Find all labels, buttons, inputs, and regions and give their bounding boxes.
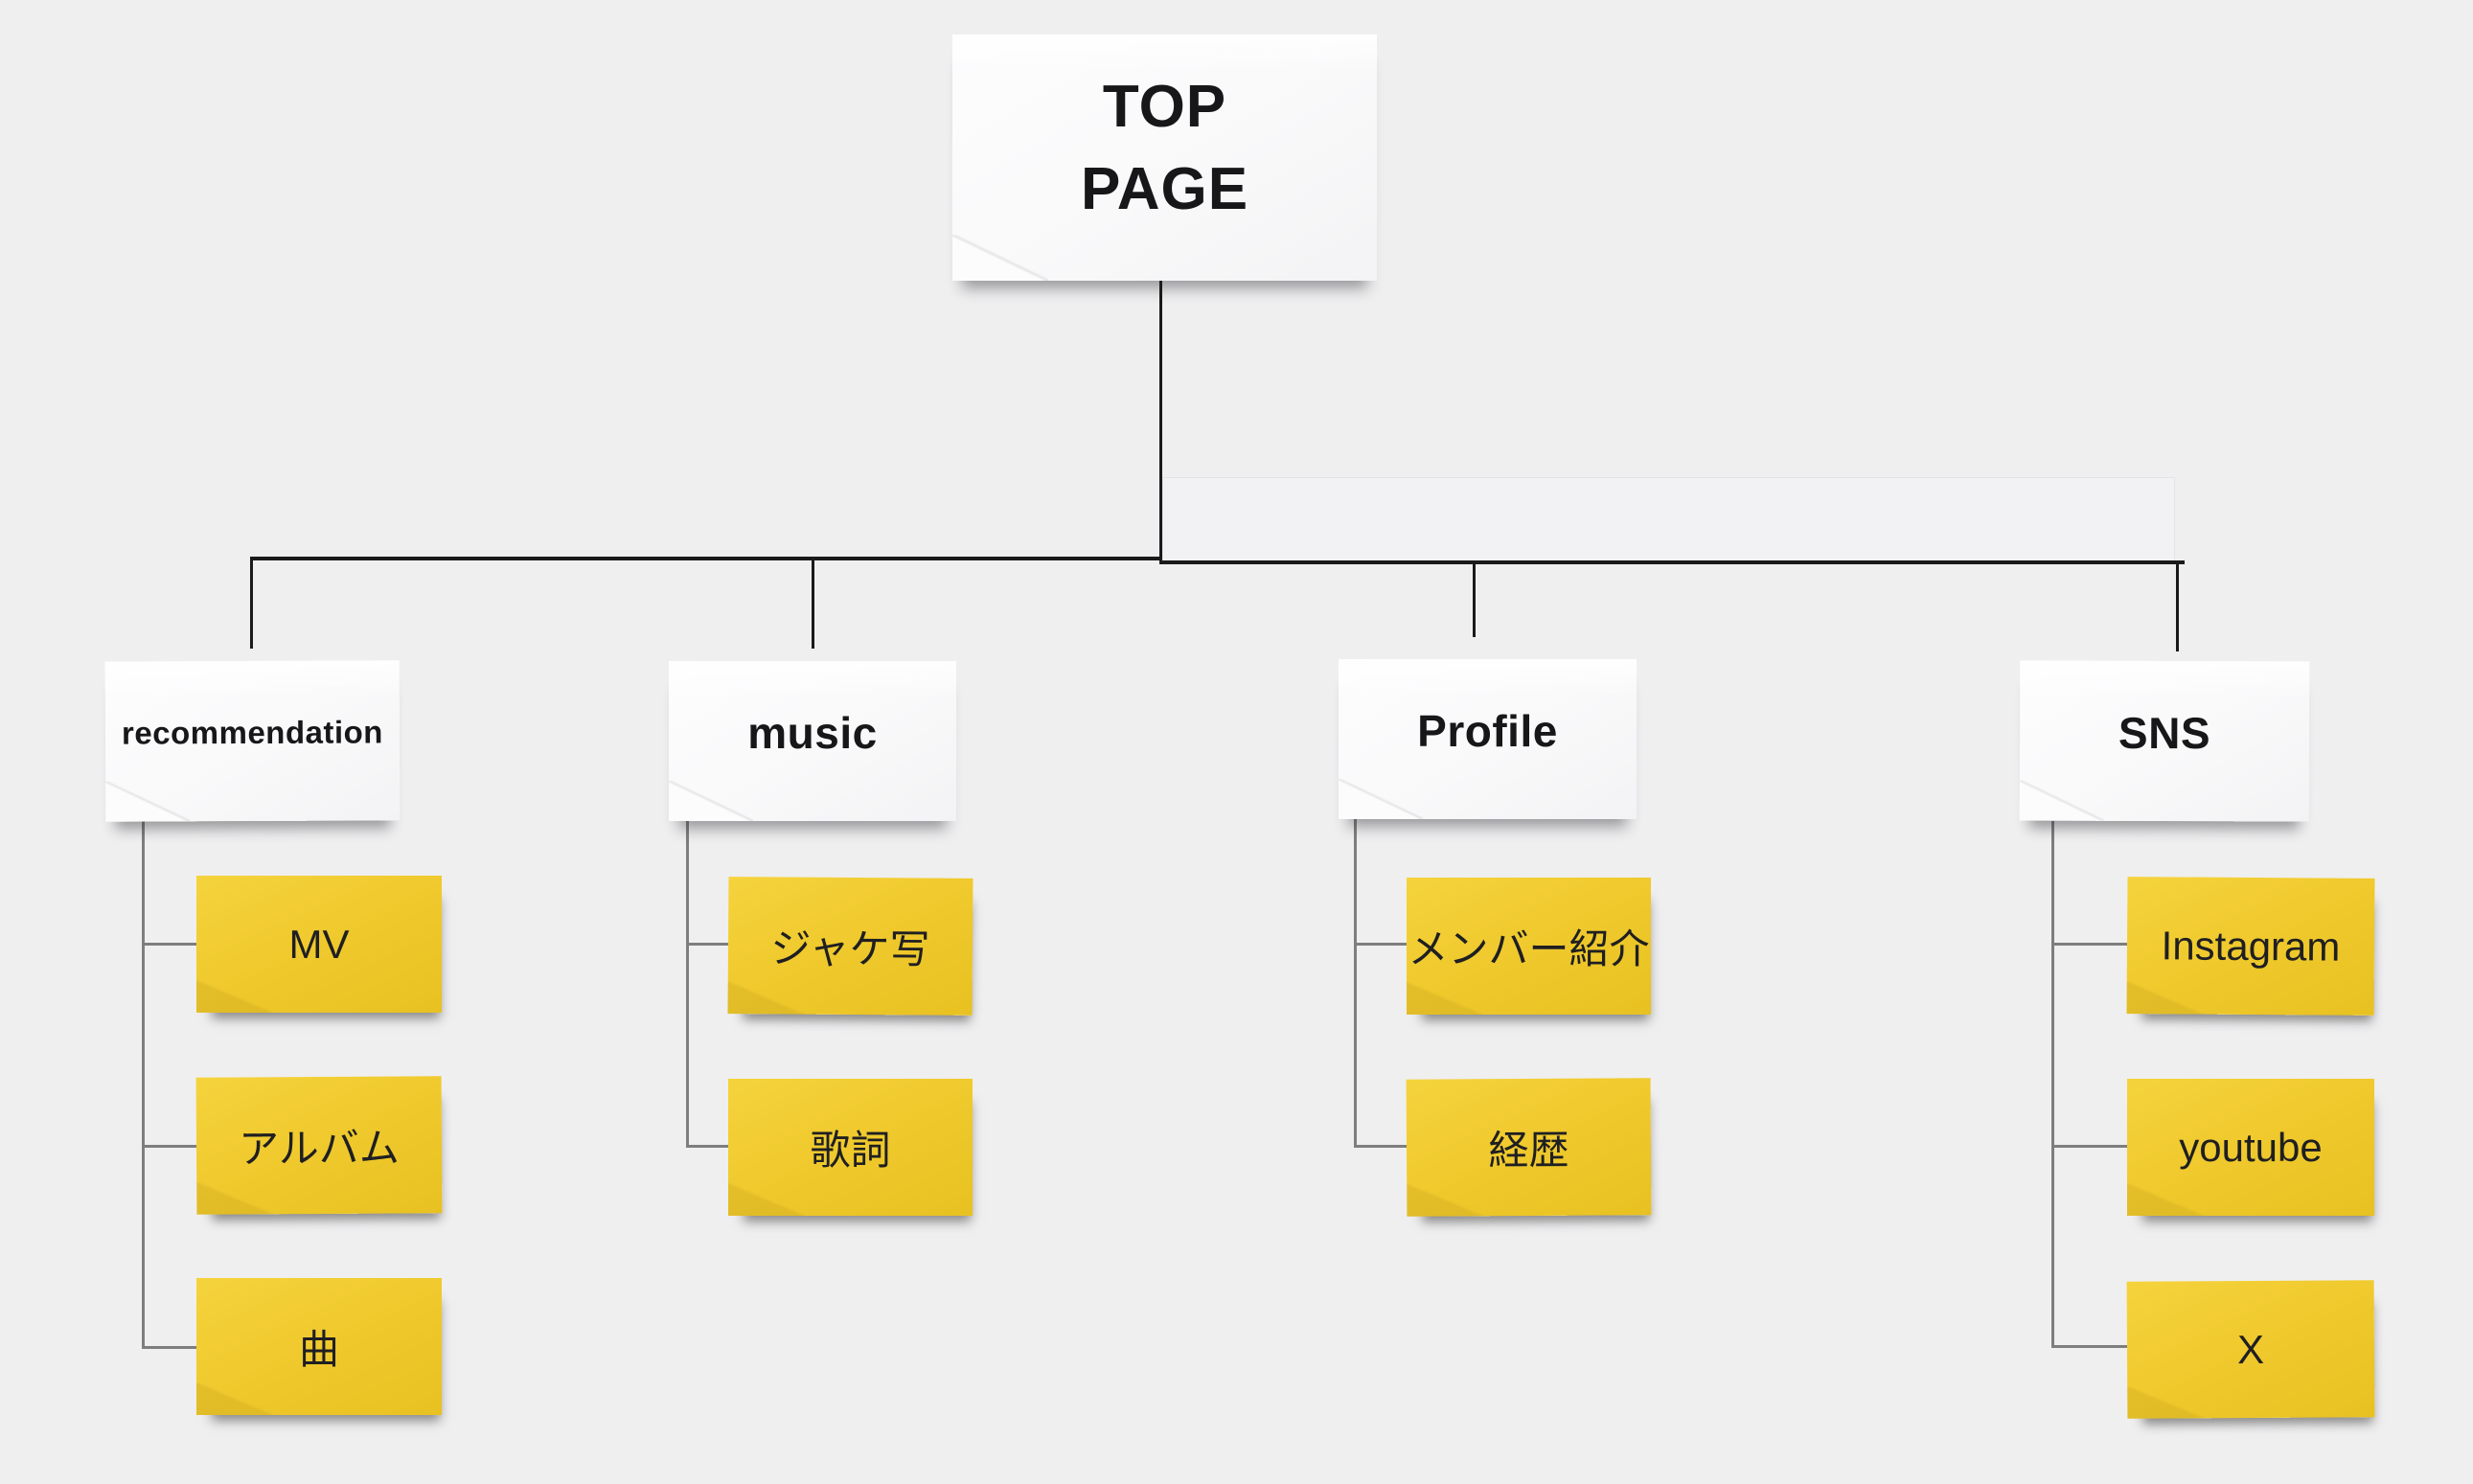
- node-recommendation-label: recommendation: [121, 714, 383, 751]
- note-mv: MV: [196, 876, 442, 1013]
- connector-stub-lyrics: [686, 1145, 728, 1148]
- connector-horizontal-right: [1159, 560, 2185, 564]
- node-top-page: TOP PAGE: [952, 34, 1377, 281]
- note-album: アルバム: [195, 1076, 443, 1215]
- connector-recommendation-spine: [142, 821, 145, 1348]
- note-lyrics: 歌詞: [728, 1079, 973, 1216]
- note-member-intro: メンバー紹介: [1407, 878, 1651, 1015]
- node-music: music: [669, 661, 956, 821]
- faint-rectangle: [1162, 477, 2175, 560]
- top-page-line-1: TOP: [1102, 73, 1227, 140]
- note-mv-label: MV: [288, 921, 350, 967]
- note-instagram: Instagram: [2126, 877, 2375, 1016]
- node-music-label: music: [747, 708, 878, 759]
- node-recommendation: recommendation: [104, 660, 401, 822]
- note-lyrics-label: 歌詞: [810, 1128, 891, 1173]
- note-song-label: 曲: [298, 1327, 339, 1372]
- node-profile: Profile: [1339, 659, 1637, 819]
- top-page-line-2: PAGE: [1080, 155, 1249, 222]
- connector-drop-recommendation: [250, 560, 253, 649]
- connector-drop-sns: [2176, 564, 2179, 651]
- connector-stub-jacket-photo: [686, 943, 728, 946]
- node-top-page-label: TOP PAGE: [1081, 66, 1248, 231]
- node-sns-label: SNS: [2118, 708, 2211, 759]
- note-youtube: youtube: [2127, 1079, 2374, 1216]
- connector-stub-career: [1354, 1145, 1407, 1148]
- note-career: 経歴: [1406, 1078, 1652, 1217]
- note-jacket-photo: ジャケ写: [727, 877, 973, 1016]
- note-career-label: 経歴: [1488, 1127, 1569, 1174]
- note-member-intro-label: メンバー紹介: [1408, 926, 1650, 971]
- connector-horizontal-left: [250, 557, 1162, 560]
- connector-stub-mv: [142, 943, 196, 946]
- connector-profile-spine: [1354, 819, 1357, 1147]
- connector-sns-spine: [2051, 821, 2054, 1347]
- connector-stub-x: [2051, 1345, 2127, 1348]
- note-song: 曲: [196, 1278, 442, 1415]
- connector-stub-song: [142, 1346, 196, 1349]
- connector-music-spine: [686, 821, 689, 1147]
- note-album-label: アルバム: [239, 1125, 400, 1172]
- note-instagram-label: Instagram: [2161, 922, 2341, 970]
- connector-stub-album: [142, 1145, 196, 1148]
- connector-drop-profile: [1473, 564, 1476, 637]
- connector-root-drop: [1159, 281, 1162, 560]
- connector-stub-youtube: [2051, 1145, 2127, 1148]
- connector-stub-member-intro: [1354, 943, 1407, 946]
- node-sns: SNS: [2019, 660, 2310, 822]
- note-jacket-photo-label: ジャケ写: [770, 925, 930, 972]
- note-youtube-label: youtube: [2179, 1124, 2323, 1170]
- note-x-label: X: [2236, 1326, 2265, 1372]
- node-profile-label: Profile: [1417, 706, 1558, 757]
- connector-stub-instagram: [2051, 943, 2127, 946]
- note-x: X: [2126, 1280, 2375, 1419]
- connector-drop-music: [812, 560, 814, 649]
